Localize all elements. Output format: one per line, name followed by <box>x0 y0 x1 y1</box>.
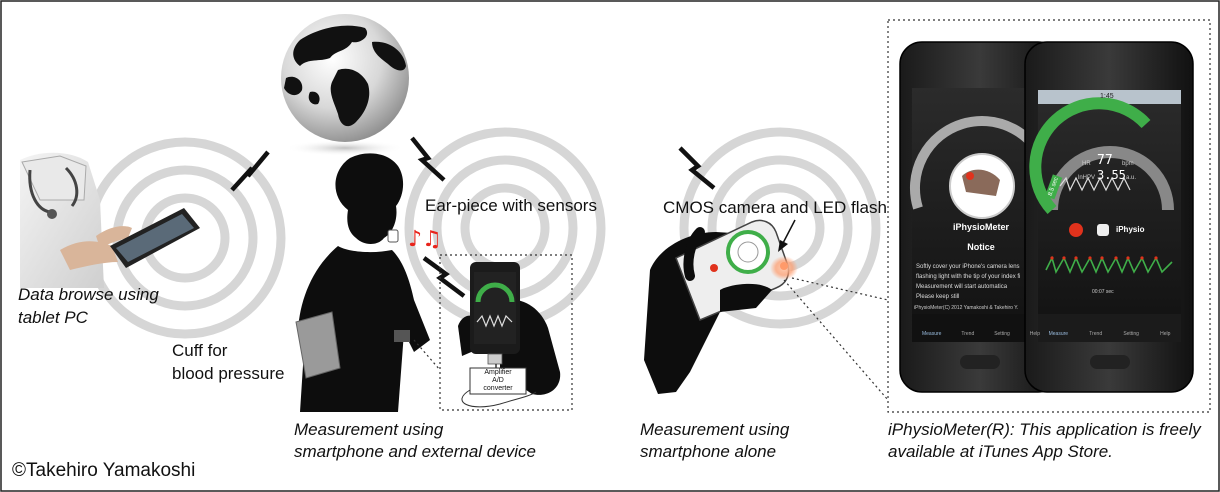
left-phone-tabbar: Measure Trend Setting Help <box>912 330 1050 338</box>
blood-pressure-cuff <box>295 311 341 379</box>
right-phone-hr-value: 77 <box>1097 153 1113 168</box>
credit-text: ©Takehiro Yamakoshi <box>12 460 196 481</box>
cuff-label-line2: blood pressure <box>172 364 285 383</box>
amplifier-label-line2: A/D <box>492 377 504 384</box>
lightning-icon-3 <box>422 256 466 298</box>
lightning-icon-2 <box>410 136 446 182</box>
right-tab-setting[interactable]: Setting <box>1123 331 1139 337</box>
amplifier-label-line3: converter <box>483 385 513 392</box>
lightning-icon-4 <box>678 146 716 190</box>
hand-with-phone-alone <box>644 219 798 394</box>
external-caption-line2: smartphone and external device <box>294 442 536 461</box>
earpiece-label: Ear-piece with sensors <box>425 196 597 215</box>
cuff-label-line1: Cuff for <box>172 341 228 360</box>
right-phone-footer: 00:07 sec <box>1092 289 1114 295</box>
right-phone-lnhpv-value: 3.55 <box>1097 168 1126 182</box>
external-caption-line1: Measurement using <box>294 420 444 439</box>
left-phone-title: iPhysioMeter <box>952 222 1010 232</box>
music-note-icon: ♪♫ <box>408 227 442 252</box>
chest-sensor-icon <box>394 330 410 342</box>
app-box <box>887 19 1211 413</box>
right-phone-tabbar: Measure Trend Setting Help <box>1038 330 1181 338</box>
left-phone-text-1: Softly cover your iPhone's camera lens <box>916 264 1020 270</box>
amplifier-label-line1: Amplifier <box>484 369 512 376</box>
right-phone-hr-label: HR <box>1082 161 1091 167</box>
left-phone-text-3: Measurement will start automatica <box>916 284 1008 290</box>
left-tab-setting[interactable]: Setting <box>994 331 1010 337</box>
tablet-caption-line1: Data browse using <box>18 285 159 304</box>
right-phone-hr-unit: bpm <box>1122 161 1134 167</box>
right-tab-help[interactable]: Help <box>1160 331 1171 337</box>
left-phone-notice: Notice <box>967 242 995 252</box>
left-phone-footer: iPhysioMeter(C) 2012 Yamakoshi & Takehir… <box>914 305 1019 311</box>
left-phone-text-4: Please keep still <box>916 294 960 300</box>
lightning-icon-1 <box>230 150 270 192</box>
globe-icon <box>281 14 409 156</box>
left-tab-measure[interactable]: Measure <box>921 331 942 337</box>
waves-right <box>679 127 881 329</box>
doctor-illustration <box>20 152 200 288</box>
left-phone-text-2: flashing light with the tip of your inde… <box>916 274 1021 280</box>
led-arrow <box>781 219 796 246</box>
camera-label: CMOS camera and LED flash <box>663 198 887 217</box>
external-device-box <box>439 254 573 411</box>
left-tab-help[interactable]: Help <box>1029 331 1040 337</box>
left-tab-trend[interactable]: Trend <box>961 331 975 337</box>
right-phone-app-name: iPhysio <box>1116 225 1145 234</box>
right-phone-lnhpv-label: lnHPV <box>1078 175 1096 181</box>
svg-text:♪♫: ♪♫ <box>408 227 442 252</box>
phone-right <box>1024 41 1194 393</box>
alone-caption-line1: Measurement using <box>640 420 790 439</box>
alone-caption-line2: smartphone alone <box>640 442 777 461</box>
app-caption-line2: available at iTunes App Store. <box>888 442 1113 461</box>
right-phone-lnhpv-unit: a.u. <box>1126 175 1137 181</box>
app-caption-line1: iPhysioMeter(R): This application is fre… <box>888 420 1201 439</box>
right-tab-measure[interactable]: Measure <box>1048 331 1069 337</box>
hand-with-phone-external <box>458 262 561 408</box>
right-phone-status-time: 1:45 <box>1100 93 1114 100</box>
right-tab-trend[interactable]: Trend <box>1089 331 1103 337</box>
earpiece-icon <box>387 229 399 243</box>
tablet-caption-line2: tablet PC <box>18 308 88 327</box>
